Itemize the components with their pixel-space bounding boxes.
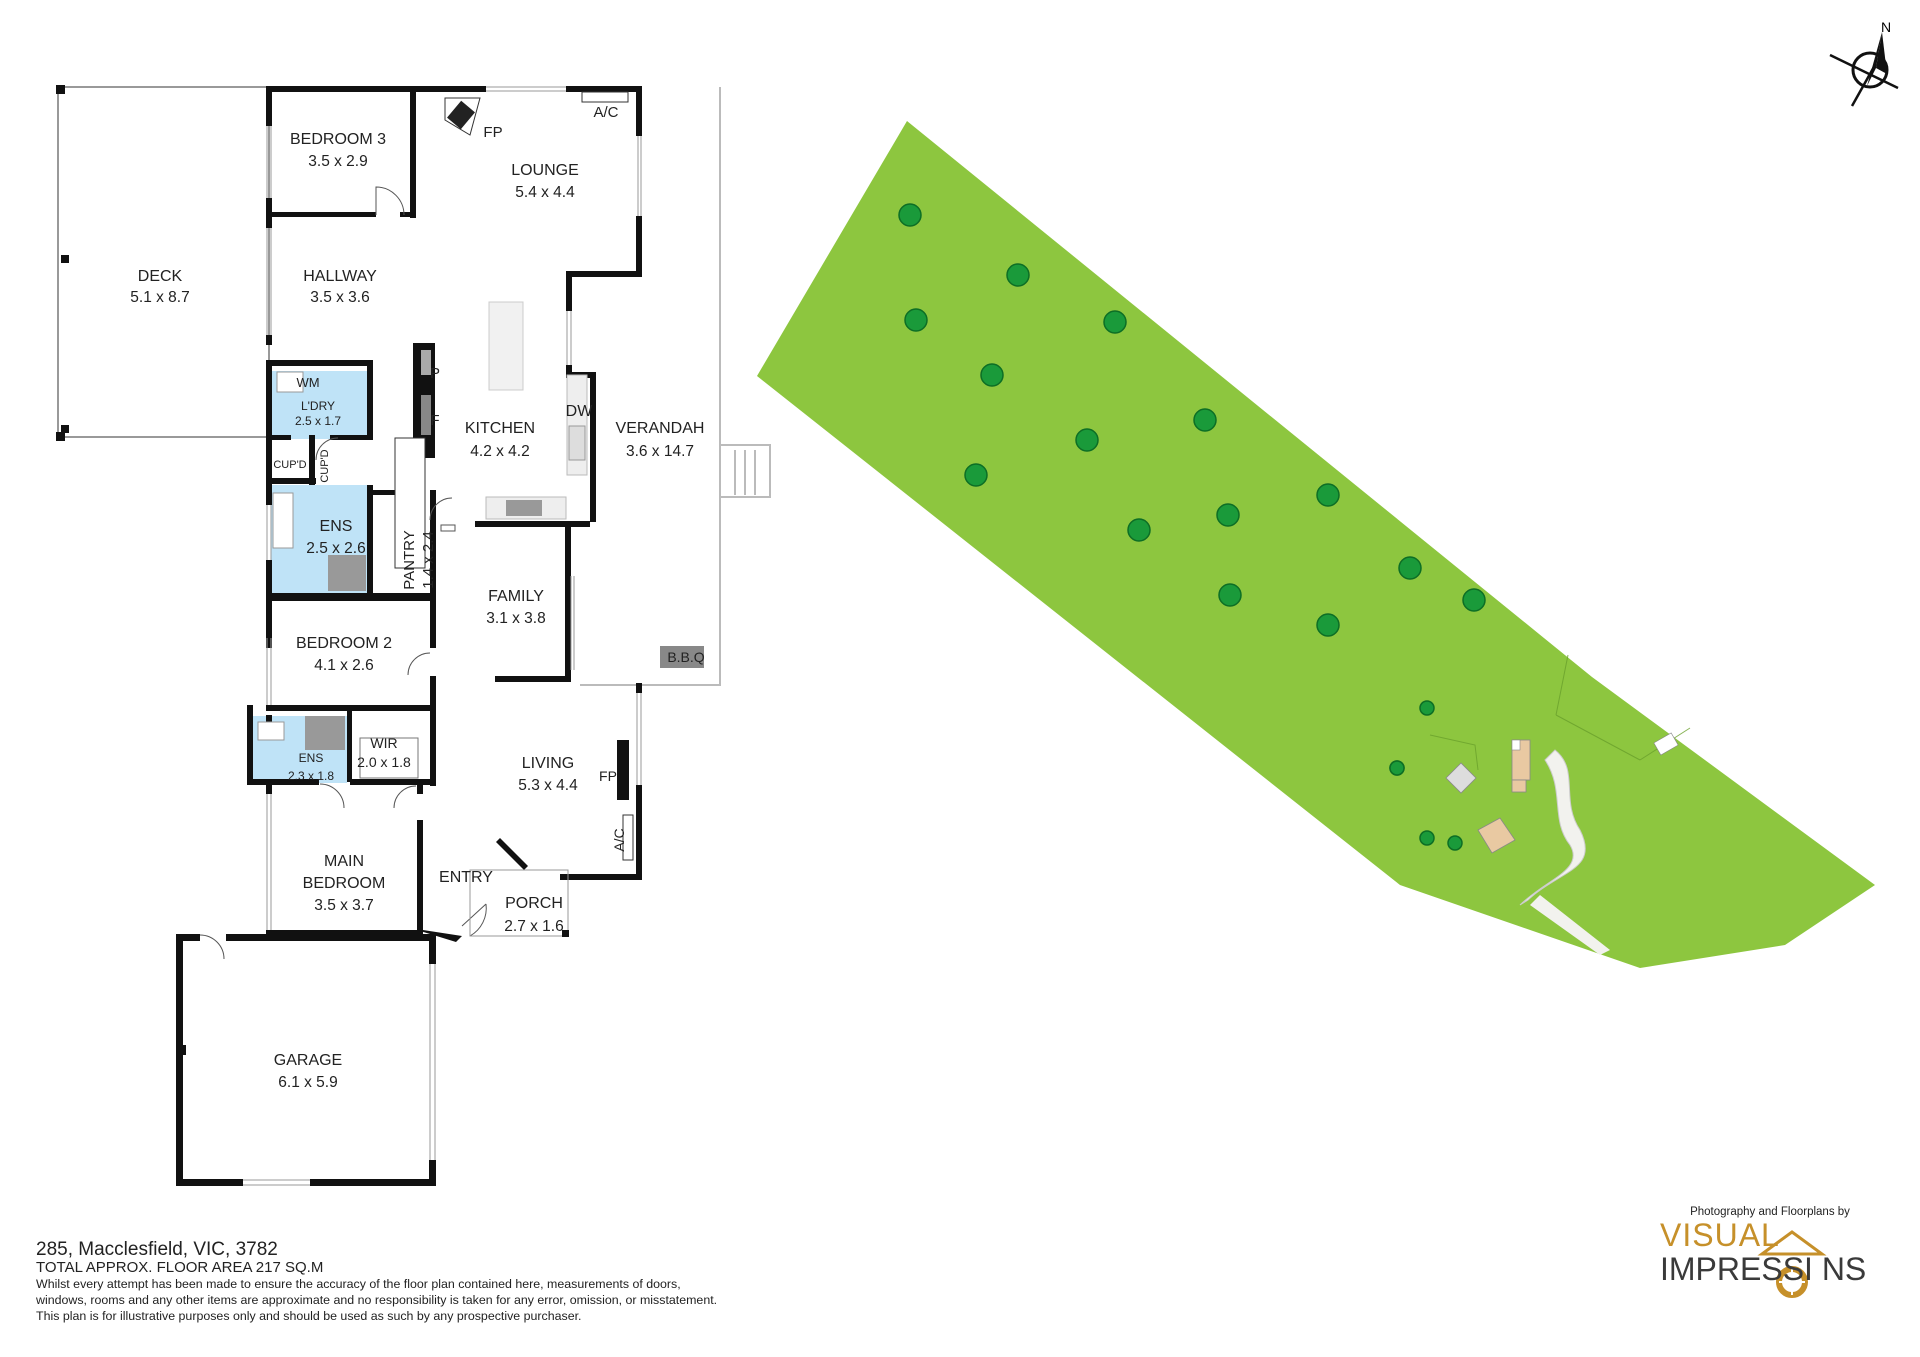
wir-name: WIR xyxy=(370,735,397,751)
main-bedroom-name-1: MAIN xyxy=(324,853,364,870)
windows xyxy=(243,86,642,1186)
disclaimer-line-3: This plan is for illustrative purposes o… xyxy=(36,1309,582,1323)
verandah-name: VERANDAH xyxy=(616,420,705,437)
garage-name: GARAGE xyxy=(274,1052,342,1069)
hallway-name: HALLWAY xyxy=(303,268,377,285)
property-address: 285, Macclesfield, VIC, 3782 xyxy=(36,1239,278,1260)
living-dim: 5.3 x 4.4 xyxy=(518,777,578,794)
family-name: FAMILY xyxy=(488,588,544,605)
tree-icon xyxy=(1447,835,1463,851)
wm-label: WM xyxy=(296,375,319,390)
disclaimer-line-2: windows, rooms and any other items are a… xyxy=(36,1293,718,1307)
pantry-dim: 1.4 x 2.4 xyxy=(420,531,437,589)
tree-icon xyxy=(964,463,988,487)
lounge-name: LOUNGE xyxy=(511,162,579,179)
ens2-name: ENS xyxy=(299,751,324,765)
tree-icon xyxy=(1006,263,1030,287)
entry-name: ENTRY xyxy=(439,869,493,886)
tree-group xyxy=(898,203,1486,851)
deck-dim: 5.1 x 8.7 xyxy=(130,289,189,306)
garage-dim: 6.1 x 5.9 xyxy=(278,1074,337,1091)
laundry-name: L'DRY xyxy=(301,399,335,413)
total-floor-area: TOTAL APPROX. FLOOR AREA 217 SQ.M xyxy=(36,1259,324,1276)
tree-icon xyxy=(1316,613,1340,637)
site-plan xyxy=(757,121,1875,968)
kitchen-name: KITCHEN xyxy=(465,420,535,437)
tree-icon xyxy=(980,363,1004,387)
brand-word-impressions: IMPRESSI NS xyxy=(1660,1251,1867,1287)
tree-icon xyxy=(1419,700,1435,716)
site-buildings xyxy=(1445,732,1679,955)
ens1-dim: 2.5 x 2.6 xyxy=(306,540,365,557)
tree-icon xyxy=(1419,830,1435,846)
tree-icon xyxy=(1389,760,1405,776)
dw-label: DW xyxy=(566,403,594,420)
ac-living-label: A/C xyxy=(611,828,627,851)
porch-outline xyxy=(469,869,569,937)
tree-icon xyxy=(1075,428,1099,452)
tree-icon xyxy=(1193,408,1217,432)
fridge-f-label: F xyxy=(430,412,439,429)
porch-name: PORCH xyxy=(505,895,563,912)
disclaimer-line-1: Whilst every attempt has been made to en… xyxy=(36,1277,681,1291)
ac-lounge-label: A/C xyxy=(593,104,618,121)
lounge-dim: 5.4 x 4.4 xyxy=(515,184,575,201)
main-bedroom-name-2: BEDROOM xyxy=(303,875,386,892)
laundry-dim: 2.5 x 1.7 xyxy=(295,414,341,428)
main-bedroom-dim: 3.5 x 3.7 xyxy=(314,897,373,914)
deck-outline xyxy=(56,85,270,441)
doors xyxy=(199,186,487,960)
floor-plan: DECK 5.1 x 8.7 BEDROOM 3 3.5 x 2.9 LOUNG… xyxy=(56,85,771,1186)
tree-icon xyxy=(1103,310,1127,334)
cupd1-label: CUP'D xyxy=(273,459,306,471)
porch-dim: 2.7 x 1.6 xyxy=(504,918,563,935)
deck-name: DECK xyxy=(138,268,183,285)
fp-lounge-label: FP xyxy=(483,124,502,141)
fixture-labels: FP A/C WM P F DW CUP'D CUP'D B.B.Q FP A/… xyxy=(273,104,704,852)
bedroom3-dim: 3.5 x 2.9 xyxy=(308,153,367,170)
hallway-dim: 3.5 x 3.6 xyxy=(310,289,369,306)
lot-lawn xyxy=(757,121,1875,968)
brand-aperture-icon xyxy=(1757,1230,1827,1298)
bbq-label: B.B.Q xyxy=(667,649,704,665)
living-name: LIVING xyxy=(522,755,574,772)
bedroom2-name: BEDROOM 2 xyxy=(296,635,392,652)
tree-icon xyxy=(1398,556,1422,580)
bedroom2-dim: 4.1 x 2.6 xyxy=(314,657,373,674)
cupd2-label: CUP'D xyxy=(319,449,331,482)
walls xyxy=(176,86,642,1186)
brand-word-visual: VISUAL xyxy=(1660,1217,1780,1253)
compass: N xyxy=(1829,19,1899,107)
room-labels: DECK 5.1 x 8.7 BEDROOM 3 3.5 x 2.9 LOUNG… xyxy=(130,131,704,1091)
tree-icon xyxy=(898,203,922,227)
brand-byline: Photography and Floorplans by xyxy=(1690,1206,1850,1218)
verandah-outline xyxy=(580,87,771,686)
pantry-p-label: P xyxy=(430,365,440,382)
tree-icon xyxy=(904,308,928,332)
pantry-name: PANTRY xyxy=(401,530,418,589)
ens1-name: ENS xyxy=(320,518,353,535)
wir-dim: 2.0 x 1.8 xyxy=(357,754,411,770)
tree-icon xyxy=(1216,503,1240,527)
family-dim: 3.1 x 3.8 xyxy=(486,610,545,627)
brand-logo: Photography and Floorplans by VISUAL IMP… xyxy=(1660,1206,1880,1286)
tree-icon xyxy=(1316,483,1340,507)
tree-icon xyxy=(1218,583,1242,607)
bedroom3-name: BEDROOM 3 xyxy=(290,131,386,148)
footer: 285, Macclesfield, VIC, 3782 TOTAL APPRO… xyxy=(36,1240,796,1324)
verandah-dim: 3.6 x 14.7 xyxy=(626,443,694,460)
compass-north-label: N xyxy=(1881,19,1891,35)
fixtures xyxy=(257,91,704,861)
ens2-dim: 2.3 x 1.8 xyxy=(288,769,334,783)
kitchen-dim: 4.2 x 4.2 xyxy=(470,443,529,460)
tree-icon xyxy=(1127,518,1151,542)
fp-living-label: FP xyxy=(599,768,617,784)
tree-icon xyxy=(1462,588,1486,612)
